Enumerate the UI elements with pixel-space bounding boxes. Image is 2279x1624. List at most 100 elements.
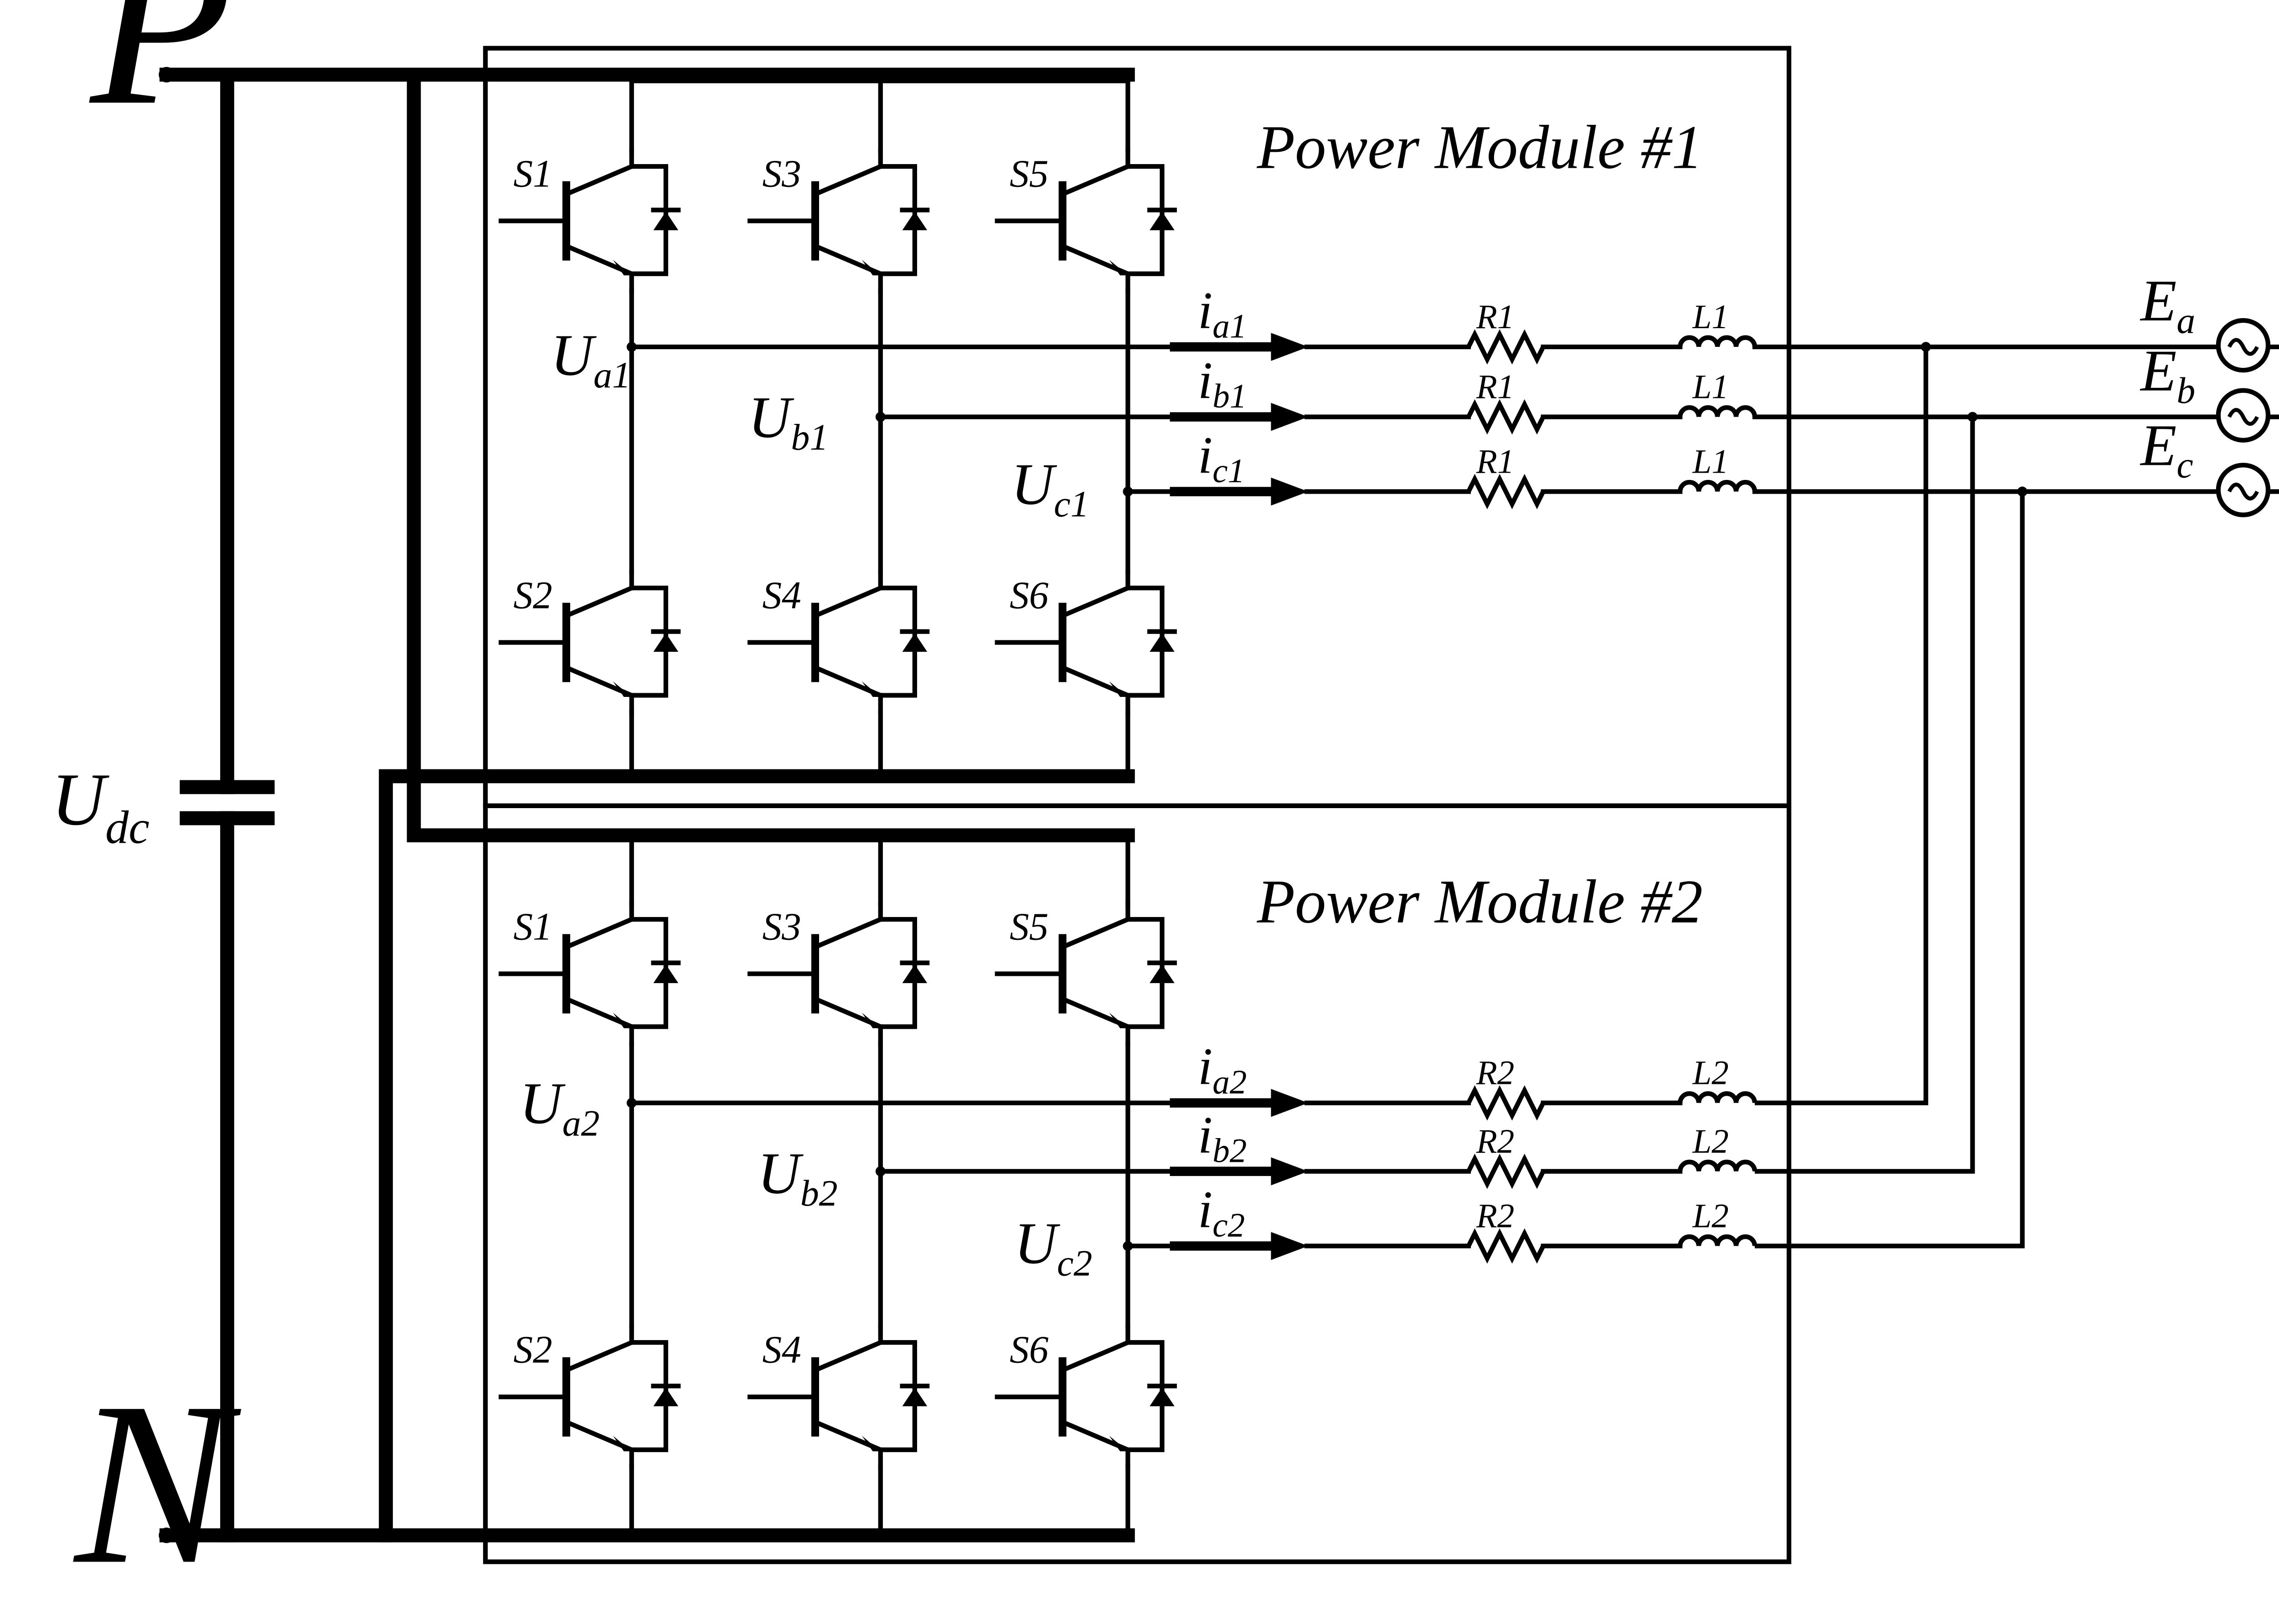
wire bbox=[566, 1339, 635, 1372]
igbt-m2-lo-1: S4 bbox=[748, 1325, 930, 1469]
diode-icon bbox=[902, 964, 928, 983]
module-2-return bbox=[1754, 491, 2025, 1248]
wire bbox=[1062, 163, 1131, 196]
emitter-arrow bbox=[861, 1012, 881, 1028]
current-arrow-1-head bbox=[1271, 1157, 1309, 1186]
emitter-arrow bbox=[1109, 1012, 1128, 1028]
positive-rail-label: P bbox=[87, 0, 233, 153]
inductor-label: L1 bbox=[1692, 443, 1728, 481]
diode-icon bbox=[1150, 633, 1175, 652]
phase-voltage-label: Uc2 bbox=[1014, 1211, 1092, 1284]
current-arrow-2-head bbox=[1271, 477, 1309, 506]
diode-icon bbox=[1150, 1387, 1175, 1407]
igbt-m2-hi-0: S1 bbox=[498, 901, 681, 1047]
wire bbox=[1062, 1339, 1131, 1372]
inductor-label: L1 bbox=[1692, 298, 1728, 336]
switch-label-m2-lo-0: S2 bbox=[513, 1329, 552, 1371]
resistor-2 bbox=[1466, 1228, 1546, 1264]
diode-icon bbox=[653, 211, 679, 231]
current-arrow-0-head bbox=[1271, 333, 1309, 361]
power-module-2-title: Power Module #2 bbox=[1257, 867, 1703, 936]
negative-rail-label: N bbox=[71, 1354, 242, 1612]
resistor-label: R2 bbox=[1476, 1054, 1514, 1092]
emitter-arrow bbox=[1109, 259, 1128, 276]
igbt-m1-lo-2: S6 bbox=[995, 570, 1177, 715]
inductor-0 bbox=[1677, 335, 1757, 347]
sine-icon bbox=[2227, 338, 2259, 356]
current-arrow-2-head bbox=[1271, 1232, 1309, 1260]
junction-dot bbox=[2017, 486, 2027, 497]
diode-icon bbox=[902, 633, 928, 652]
resistor-2 bbox=[1466, 474, 1546, 510]
igbt-m2-hi-2: S5 bbox=[995, 901, 1177, 1047]
module-2-return bbox=[1754, 417, 1975, 1174]
sine-icon bbox=[2227, 408, 2259, 426]
inductor-2 bbox=[1677, 479, 1757, 492]
inductor-1 bbox=[1677, 1160, 1757, 1172]
switch-label-m2-lo-2: S6 bbox=[1010, 1329, 1049, 1371]
inductor-label: L2 bbox=[1692, 1054, 1728, 1092]
wire bbox=[815, 916, 884, 949]
inductor-label: L1 bbox=[1692, 368, 1728, 406]
source-label: Eb bbox=[2140, 338, 2195, 411]
igbt-m1-hi-2: S5 bbox=[995, 148, 1177, 294]
sine-icon bbox=[2227, 482, 2259, 500]
wire bbox=[815, 163, 884, 196]
inductor-1 bbox=[1677, 405, 1757, 418]
igbt-m2-lo-2: S6 bbox=[995, 1325, 1177, 1469]
resistor-label: R1 bbox=[1476, 368, 1514, 406]
diode-icon bbox=[653, 1387, 679, 1407]
source-label: Ec bbox=[2140, 412, 2193, 485]
igbt-m2-hi-1: S3 bbox=[748, 901, 930, 1047]
source-label: Ea bbox=[2140, 268, 2195, 341]
resistor-1 bbox=[1466, 1154, 1546, 1189]
igbt-m1-lo-1: S4 bbox=[748, 570, 930, 715]
phase-voltage-label: Uc1 bbox=[1011, 452, 1089, 525]
emitter-arrow bbox=[613, 1012, 632, 1028]
inductor-label: L2 bbox=[1692, 1197, 1728, 1235]
switch-label-m2-hi-2: S5 bbox=[1010, 905, 1048, 948]
phase-current-label: ic2 bbox=[1198, 1181, 1245, 1244]
switch-label-m1-hi-1: S3 bbox=[762, 153, 801, 196]
emitter-arrow bbox=[1109, 681, 1128, 697]
phase-current-label: ib2 bbox=[1198, 1106, 1247, 1170]
current-arrow-0-head bbox=[1271, 1088, 1309, 1117]
resistor-1 bbox=[1466, 399, 1546, 435]
inductor-0 bbox=[1677, 1091, 1757, 1103]
phase-voltage-label: Ub1 bbox=[748, 385, 829, 458]
wire bbox=[815, 1339, 884, 1372]
emitter-arrow bbox=[861, 681, 881, 697]
inductor-label: L2 bbox=[1692, 1123, 1728, 1160]
phase-voltage-label: Ua1 bbox=[551, 322, 631, 395]
resistor-label: R2 bbox=[1476, 1197, 1514, 1235]
phase-current-label: ia1 bbox=[1198, 282, 1247, 345]
inductor-2 bbox=[1677, 1234, 1757, 1247]
resistor-0 bbox=[1466, 329, 1546, 365]
resistor-label: R1 bbox=[1476, 443, 1514, 481]
resistor-label: R1 bbox=[1476, 298, 1514, 336]
igbt-m1-hi-0: S1 bbox=[498, 148, 681, 294]
switch-label-m1-lo-0: S2 bbox=[513, 574, 552, 617]
phase-current-label: ic1 bbox=[1198, 427, 1245, 490]
diode-icon bbox=[653, 633, 679, 652]
wire bbox=[815, 585, 884, 618]
igbt-m1-hi-1: S3 bbox=[748, 148, 930, 294]
power-module-1-title: Power Module #1 bbox=[1257, 113, 1703, 182]
switch-label-m2-hi-1: S3 bbox=[762, 905, 801, 948]
igbt-m1-lo-0: S2 bbox=[498, 570, 681, 715]
phase-current-label: ib1 bbox=[1198, 352, 1247, 415]
switch-label-m2-hi-0: S1 bbox=[513, 905, 552, 948]
wire bbox=[566, 916, 635, 949]
wire bbox=[566, 585, 635, 618]
wire bbox=[1062, 585, 1131, 618]
wire bbox=[566, 163, 635, 196]
switch-label-m2-lo-1: S4 bbox=[762, 1329, 801, 1371]
phase-current-label: ia2 bbox=[1198, 1038, 1247, 1101]
diode-icon bbox=[902, 211, 928, 231]
igbt-m2-lo-0: S2 bbox=[498, 1325, 681, 1469]
